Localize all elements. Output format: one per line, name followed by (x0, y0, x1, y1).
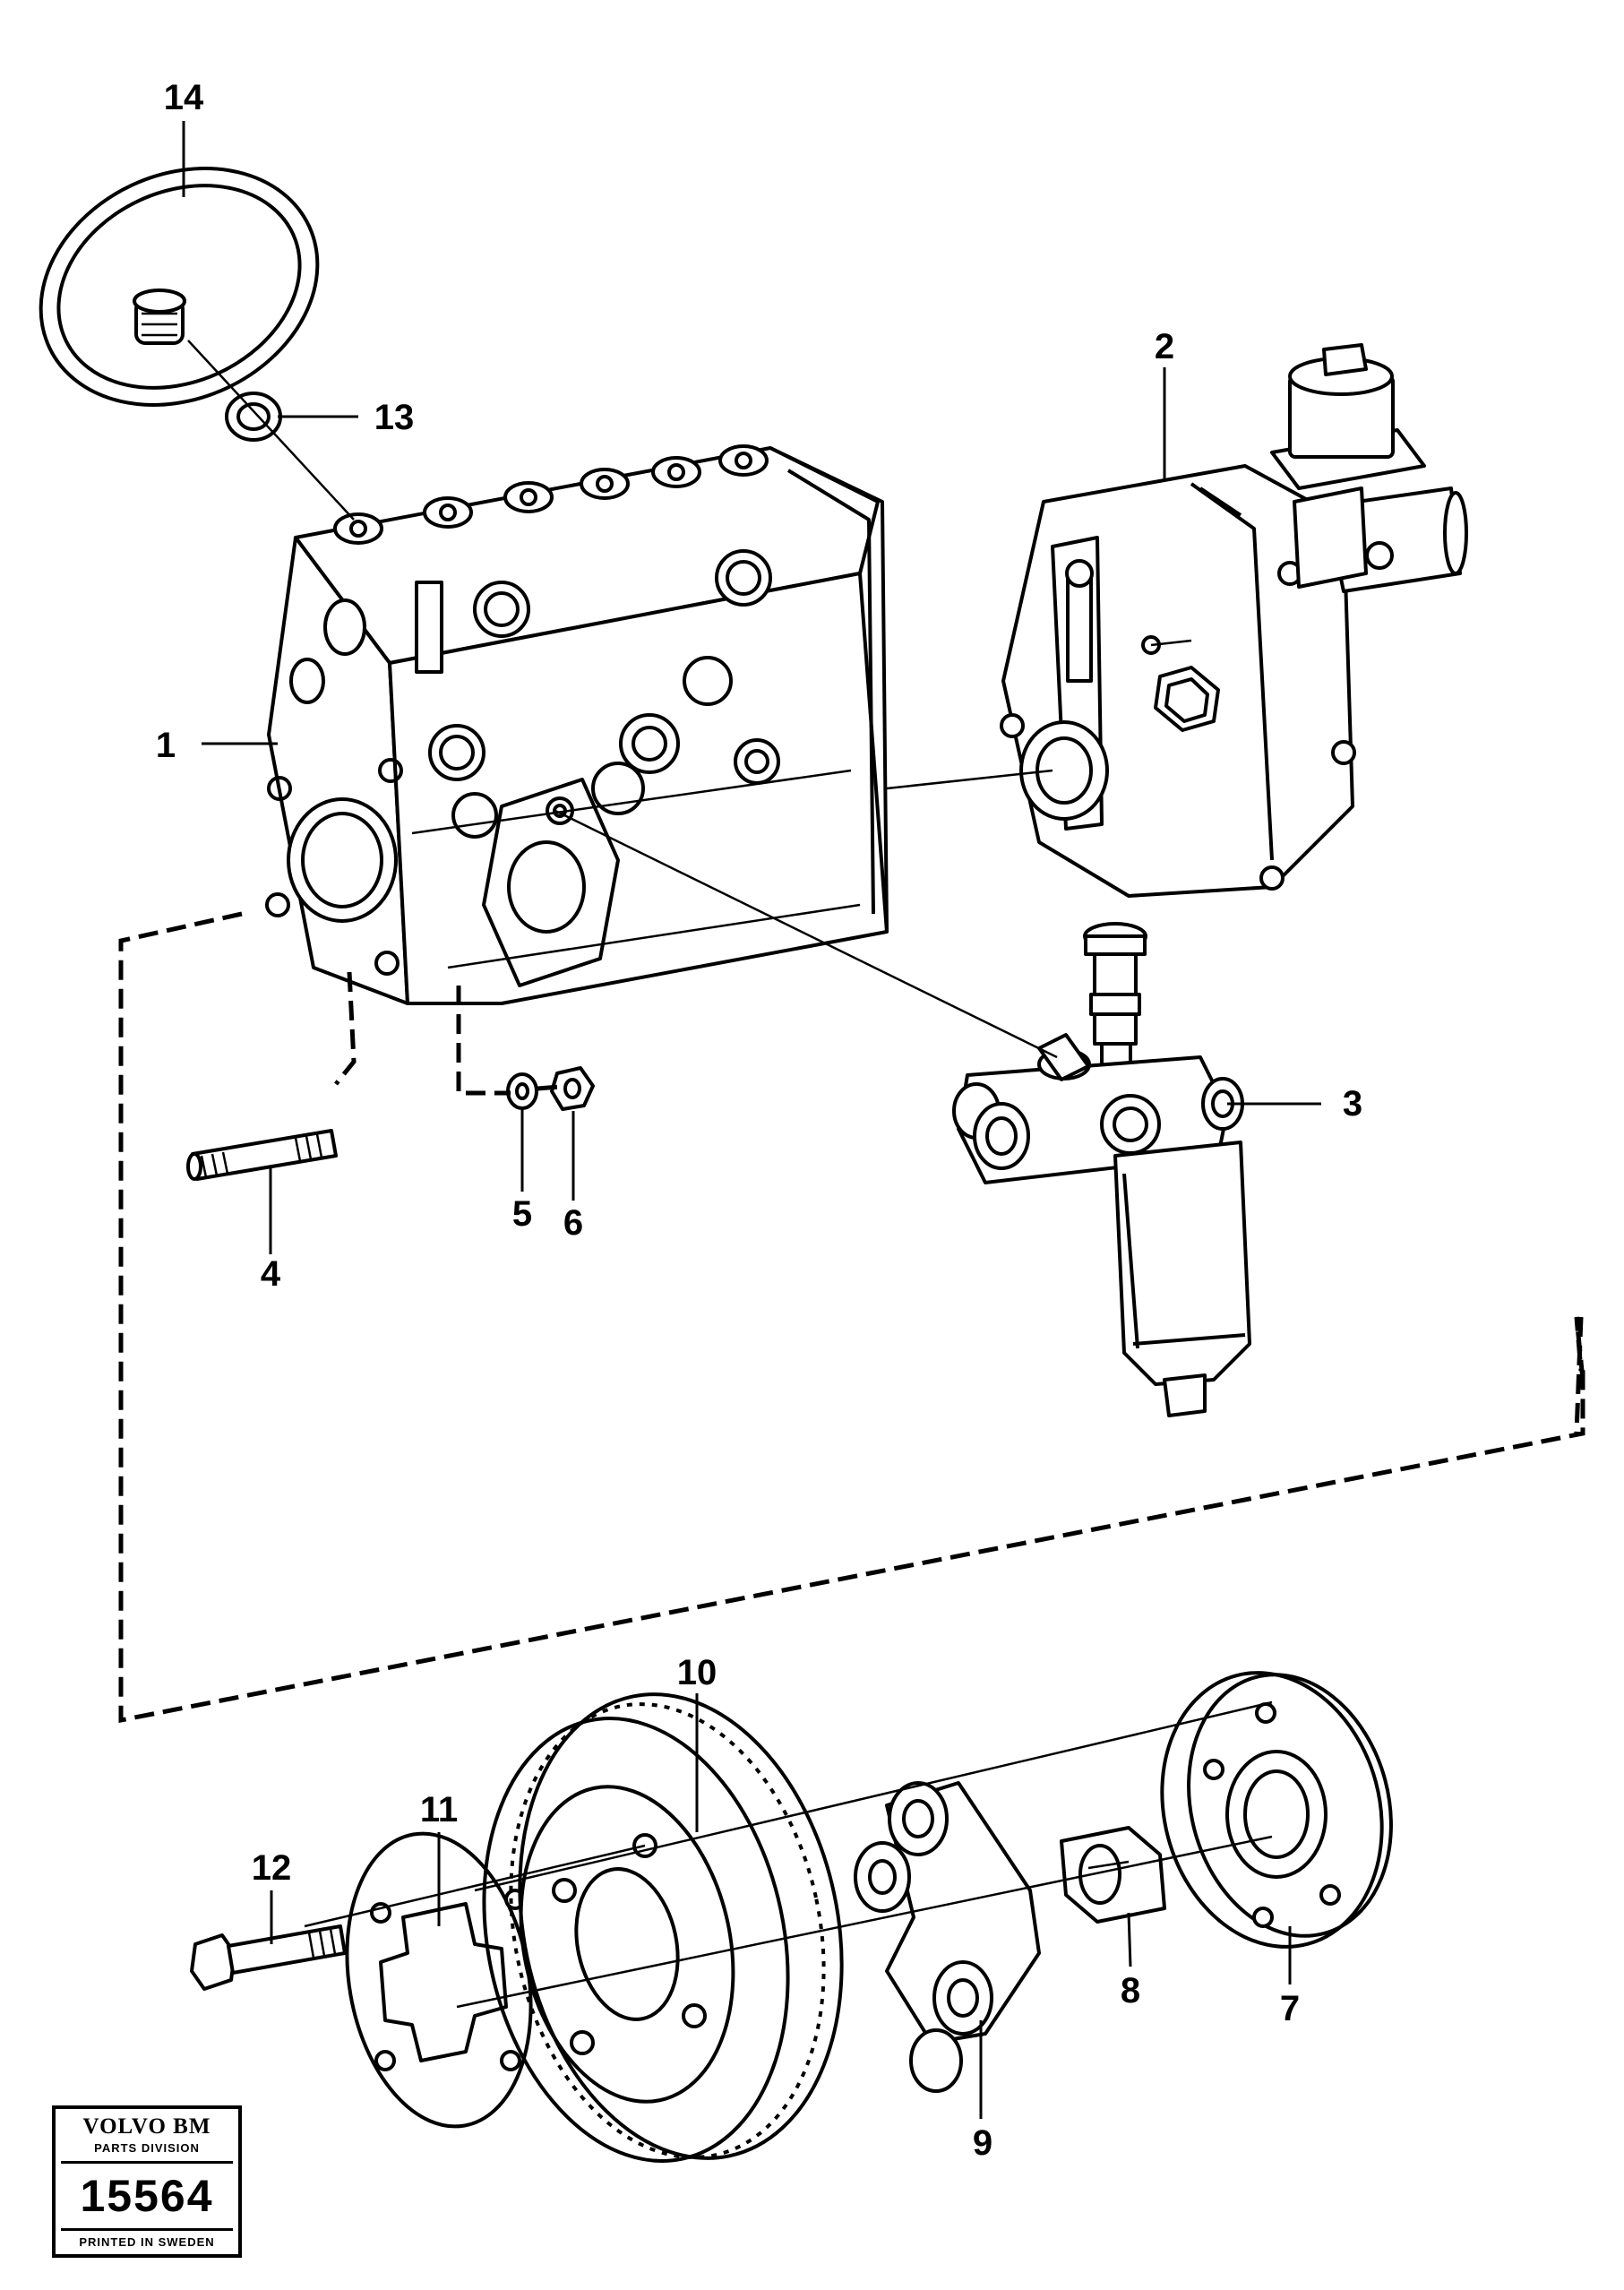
callout-14: 14 (164, 78, 204, 117)
callout-labels: 1 2 3 4 5 6 7 8 9 10 11 12 13 14 (156, 78, 1362, 2163)
callout-11: 11 (420, 1790, 458, 1829)
callout-5: 5 (512, 1194, 532, 1234)
callout-12: 12 (252, 1848, 292, 1888)
drive-dog-part-8[interactable] (1060, 1826, 1166, 1924)
stamp-brand: VOLVO BM (82, 2114, 211, 2139)
callout-1: 1 (156, 726, 176, 765)
bolt-part-12[interactable] (190, 1924, 347, 1991)
stud-part-4[interactable] (186, 1129, 338, 1181)
cover-plate-part-14[interactable] (2, 125, 357, 449)
assembly-lines (187, 340, 1273, 2009)
callout-8: 8 (1121, 1971, 1140, 2010)
callout-7: 7 (1280, 1989, 1300, 2028)
callout-4: 4 (261, 1254, 281, 1294)
nut-part-6[interactable] (550, 1066, 595, 1111)
callout-10: 10 (677, 1653, 717, 1692)
stamp-printed-in: PRINTED IN SWEDEN (79, 2235, 215, 2249)
coupling-part-9[interactable] (854, 1781, 1041, 2093)
seal-ring-part-13[interactable] (225, 392, 282, 442)
pump-housing-part-1[interactable] (265, 444, 889, 1005)
callout-13: 13 (374, 398, 415, 437)
feed-pump-part-3[interactable] (952, 922, 1251, 1417)
delivery-valves (333, 444, 769, 545)
leader-lines (182, 121, 1321, 2119)
hub-flange-part-7[interactable] (1132, 1648, 1420, 1972)
stamp-division: PARTS DIVISION (94, 2141, 200, 2155)
callout-3: 3 (1343, 1084, 1362, 1123)
dashed-assembly-frame (118, 911, 1585, 1724)
callout-2: 2 (1155, 327, 1174, 366)
callout-6: 6 (563, 1203, 583, 1243)
governor-part-2[interactable] (1000, 343, 1468, 898)
parts-division-stamp: VOLVO BM PARTS DIVISION 15564 PRINTED IN… (52, 2105, 242, 2258)
callout-9: 9 (973, 2123, 992, 2163)
stamp-illustration-number: 15564 (61, 2161, 233, 2231)
washer-part-5[interactable] (506, 1072, 538, 1110)
drive-gear-part-10[interactable] (445, 1664, 883, 2190)
